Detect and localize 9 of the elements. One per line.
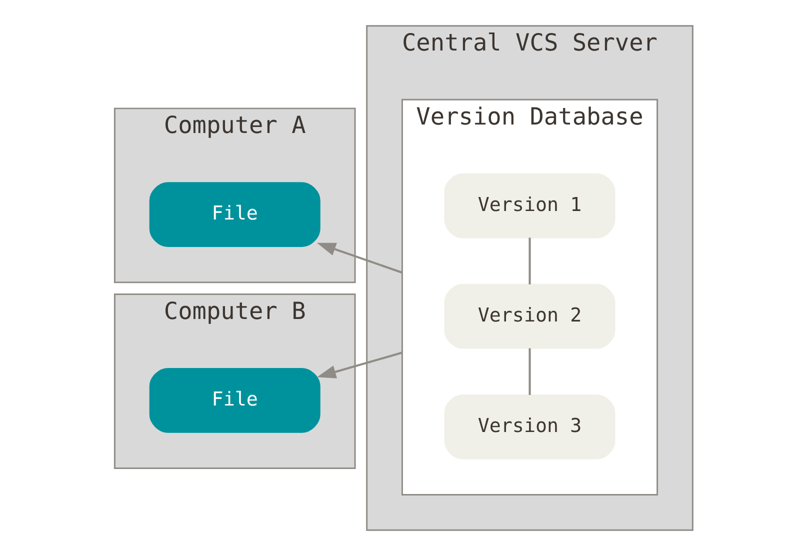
node-box: File <box>149 182 320 248</box>
node-box: File <box>149 368 320 433</box>
node-box: Version 3 <box>444 394 616 460</box>
node-box: Version 1 <box>444 173 616 238</box>
connector <box>528 238 531 284</box>
connector <box>528 348 531 395</box>
node-box: Version 2 <box>444 284 616 349</box>
arrow <box>316 242 403 274</box>
arrow <box>317 352 402 378</box>
